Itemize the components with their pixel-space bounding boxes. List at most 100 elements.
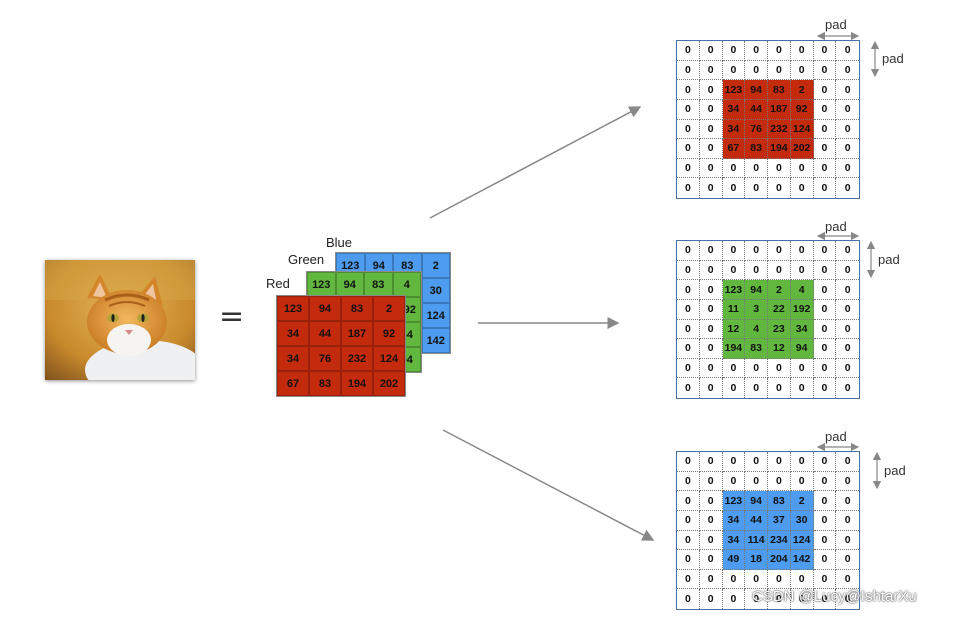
pad-cell: 0 [768, 358, 791, 379]
pad-cell: 0 [677, 550, 700, 570]
pad-cell: 0 [836, 511, 859, 531]
pad-cell: 0 [699, 280, 723, 300]
pad-cell: 0 [791, 178, 814, 198]
pad-cell: 0 [844, 182, 851, 195]
pad-height-label-1: pad [882, 51, 904, 66]
pad-cell: 0 [813, 510, 837, 531]
value-cell: 76 [745, 119, 768, 140]
value-cell: 234 [768, 530, 791, 551]
matrix-cell: 44 [309, 321, 341, 346]
pad-cell: 0 [677, 41, 700, 61]
pad-cell: 0 [677, 260, 700, 281]
pad-cell: 0 [836, 491, 859, 511]
pad-cell: 0 [745, 569, 768, 590]
pad-cell: 0 [836, 452, 859, 472]
value-cell: 3 [745, 299, 768, 320]
pad-cell: 0 [677, 569, 700, 590]
value-cell: 34 [722, 530, 746, 551]
pad-cell: 0 [699, 452, 723, 472]
watermark: CSDN @Lucy@IshtarXu [752, 588, 917, 605]
matrix-cell: 92 [373, 321, 405, 346]
value-cell: 123 [722, 491, 746, 511]
pad-cell: 0 [677, 241, 700, 261]
green-channel-label: Green [288, 252, 325, 267]
red-channel-label: Red [266, 276, 290, 291]
pad-cell: 0 [699, 80, 723, 100]
pad-cell: 0 [699, 241, 723, 261]
matrix-cell: 94 [309, 296, 341, 321]
pad-cell: 0 [813, 569, 837, 590]
pad-cell: 0 [745, 589, 768, 609]
pad-cell: 0 [745, 158, 768, 179]
pad-cell: 0 [722, 260, 746, 281]
pad-cell: 0 [768, 158, 791, 179]
pad-cell: 0 [723, 378, 746, 398]
pad-cell: 0 [836, 261, 859, 281]
pad-cell: 0 [813, 471, 837, 492]
pad-cell: 0 [814, 378, 837, 398]
pad-cell: 0 [699, 491, 723, 511]
value-cell: 114 [745, 530, 768, 551]
pad-cell: 0 [677, 339, 700, 359]
cat-image [45, 260, 195, 380]
value-cell: 194 [768, 139, 791, 159]
pad-cell: 0 [768, 452, 791, 472]
pad-cell: 0 [836, 80, 859, 100]
blue-channel-label: Blue [326, 235, 353, 250]
matrix-cell: 124 [421, 303, 450, 328]
pad-cell: 0 [844, 382, 851, 395]
equals-sign: = [219, 299, 245, 334]
pad-cell: 0 [768, 178, 791, 198]
pad-cell: 0 [813, 550, 837, 570]
pad-cell: 0 [813, 41, 837, 61]
value-cell: 194 [722, 339, 746, 359]
pad-cell: 0 [677, 80, 700, 100]
pad-cell: 0 [677, 99, 700, 120]
pad-cell: 0 [768, 41, 791, 61]
value-cell: 4 [745, 319, 768, 340]
pad-cell: 0 [699, 358, 723, 379]
value-cell: 34 [790, 319, 814, 340]
matrix-cell: 2 [373, 296, 405, 321]
arrow-to-red [429, 106, 642, 219]
pad-cell: 0 [790, 452, 814, 472]
pad-cell: 0 [836, 339, 859, 359]
cat-photo [45, 260, 195, 380]
value-cell: 142 [790, 550, 814, 570]
value-cell: 12 [768, 339, 791, 359]
value-cell: 83 [768, 80, 791, 100]
value-cell: 34 [722, 119, 746, 140]
pad-cell: 0 [836, 241, 859, 261]
pad-cell: 0 [791, 589, 814, 609]
value-cell: 83 [745, 139, 768, 159]
value-cell: 67 [722, 139, 746, 159]
value-cell: 44 [745, 99, 768, 120]
pad-cell: 0 [768, 569, 791, 590]
value-cell: 202 [790, 139, 814, 159]
value-cell: 94 [745, 491, 768, 511]
pad-cell: 0 [813, 452, 837, 472]
pad-cell: 0 [836, 159, 859, 179]
pad-cell: 0 [677, 471, 700, 492]
matrix-cell: 83 [309, 371, 341, 396]
pad-cell: 0 [677, 60, 700, 81]
pad-cell: 0 [699, 339, 723, 359]
pad-cell: 0 [836, 280, 859, 300]
matrix-cell: 34 [277, 346, 309, 371]
pad-cell: 0 [677, 378, 700, 398]
pad-cell: 0 [768, 471, 791, 492]
value-cell: 37 [768, 510, 791, 531]
pad-height-label-3: pad [884, 463, 906, 478]
pad-cell: 0 [836, 359, 859, 379]
pad-cell: 0 [836, 550, 859, 570]
pad-cell: 0 [836, 120, 859, 140]
matrix-cell: 124 [373, 346, 405, 371]
pad-cell: 0 [836, 139, 859, 159]
pad-cell: 0 [677, 299, 700, 320]
pad-cell: 0 [699, 99, 723, 120]
pad-cell: 0 [790, 569, 814, 590]
pad-cell: 0 [790, 60, 814, 81]
value-cell: 123 [722, 280, 746, 300]
